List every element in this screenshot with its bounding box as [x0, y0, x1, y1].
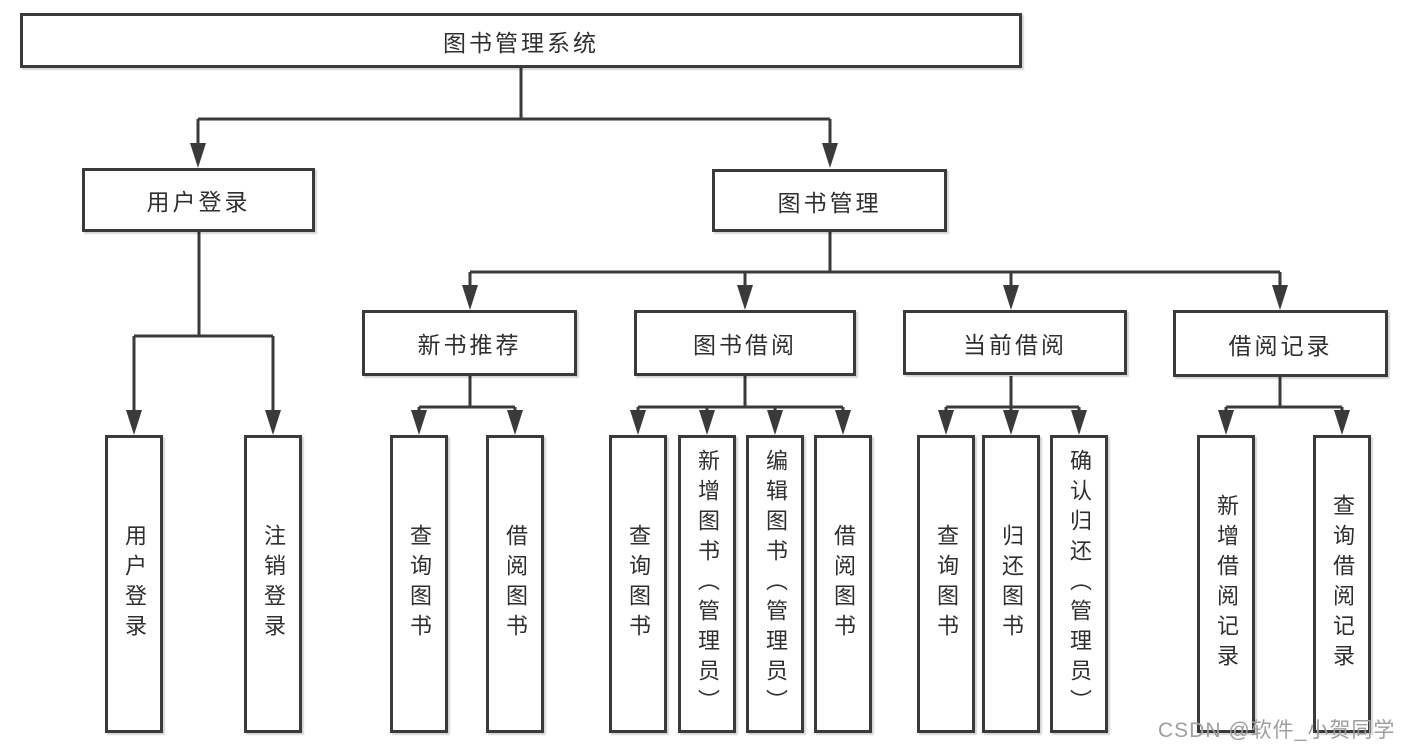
arrowhead	[630, 410, 646, 435]
arrowhead	[462, 285, 478, 310]
connector-new-book-group	[417, 376, 517, 415]
leaf-label: 编辑图书（管理员）	[763, 449, 788, 719]
node-current-borrowing-label: 当前借阅	[963, 331, 1067, 358]
leaf-recommend-borrow-books: 借阅图书	[486, 435, 544, 733]
leaf-logout-login: 注销登录	[244, 435, 302, 733]
node-book-borrowing: 图书借阅	[634, 310, 856, 376]
leaf-records-query-borrow-record: 查询借阅记录	[1313, 435, 1371, 733]
leaf-borrowing-edit-books-admin: 编辑图书（管理员）	[746, 435, 804, 733]
node-borrowing-records-label: 借阅记录	[1228, 332, 1333, 359]
leaf-label: 查询图书	[934, 524, 959, 644]
node-new-book-recommendation-label: 新书推荐	[417, 332, 522, 358]
arrowhead	[699, 410, 715, 435]
leaf-borrowing-add-books-admin: 新增图书（管理员）	[678, 435, 736, 733]
connector-book-management-to-level3	[468, 232, 1282, 290]
arrowhead	[1003, 410, 1019, 435]
node-root: 图书管理系统	[20, 13, 1022, 68]
arrowhead	[822, 143, 838, 168]
arrowhead	[767, 410, 783, 435]
leaf-records-add-borrow-record: 新增借阅记录	[1197, 435, 1255, 733]
leaf-recommend-query-books: 查询图书	[390, 435, 448, 733]
leaf-borrowing-borrow-books: 借阅图书	[814, 435, 872, 733]
leaf-label: 新增借阅记录	[1214, 494, 1239, 674]
arrowhead	[190, 143, 206, 168]
node-book-management: 图书管理	[712, 169, 947, 232]
connector-current-borrow-group	[944, 376, 1081, 415]
node-current-borrowing: 当前借阅	[903, 310, 1127, 375]
arrowhead	[737, 285, 753, 310]
leaf-label: 确认归还（管理员）	[1067, 449, 1092, 719]
leaf-current-query-books: 查询图书	[917, 435, 975, 733]
node-book-borrowing-label: 图书借阅	[693, 332, 797, 358]
leaf-current-return-books: 归还图书	[982, 435, 1040, 733]
connector-book-borrow-group	[636, 376, 845, 415]
watermark: CSDN @软件_小贺同学	[1158, 719, 1396, 742]
leaf-label: 归还图书	[999, 524, 1024, 644]
leaf-label: 查询借阅记录	[1330, 494, 1355, 674]
arrowhead	[1218, 410, 1234, 435]
connector-user-login-to-leaves	[132, 232, 275, 415]
leaf-user-login: 用户登录	[105, 435, 163, 733]
leaf-label: 查询图书	[626, 524, 651, 644]
arrowhead	[265, 410, 281, 435]
arrowhead	[938, 410, 954, 435]
node-new-book-recommendation: 新书推荐	[362, 310, 577, 376]
arrowhead	[1272, 285, 1288, 310]
arrowhead	[835, 410, 851, 435]
arrowhead	[126, 410, 142, 435]
node-user-login-label: 用户登录	[146, 189, 251, 215]
leaf-current-confirm-return-admin: 确认归还（管理员）	[1050, 435, 1108, 733]
leaf-label: 注销登录	[261, 524, 286, 644]
arrowhead	[1071, 410, 1087, 435]
arrowhead	[411, 410, 427, 435]
connector-borrow-records-group	[1224, 376, 1344, 415]
node-book-management-label: 图书管理	[777, 189, 882, 216]
connector-root-to-level2	[196, 68, 832, 148]
node-root-label: 图书管理系统	[443, 29, 599, 56]
node-borrowing-records: 借阅记录	[1173, 310, 1388, 377]
leaf-borrowing-query-books: 查询图书	[609, 435, 667, 733]
arrowhead	[507, 410, 523, 435]
leaf-label: 借阅图书	[831, 524, 856, 644]
node-user-login: 用户登录	[82, 168, 315, 232]
leaf-label: 新增图书（管理员）	[695, 449, 720, 719]
leaf-label: 用户登录	[122, 524, 147, 644]
leaf-label: 借阅图书	[503, 524, 528, 644]
leaf-label: 查询图书	[407, 524, 432, 644]
arrowhead	[1003, 285, 1019, 310]
arrowhead	[1334, 410, 1350, 435]
